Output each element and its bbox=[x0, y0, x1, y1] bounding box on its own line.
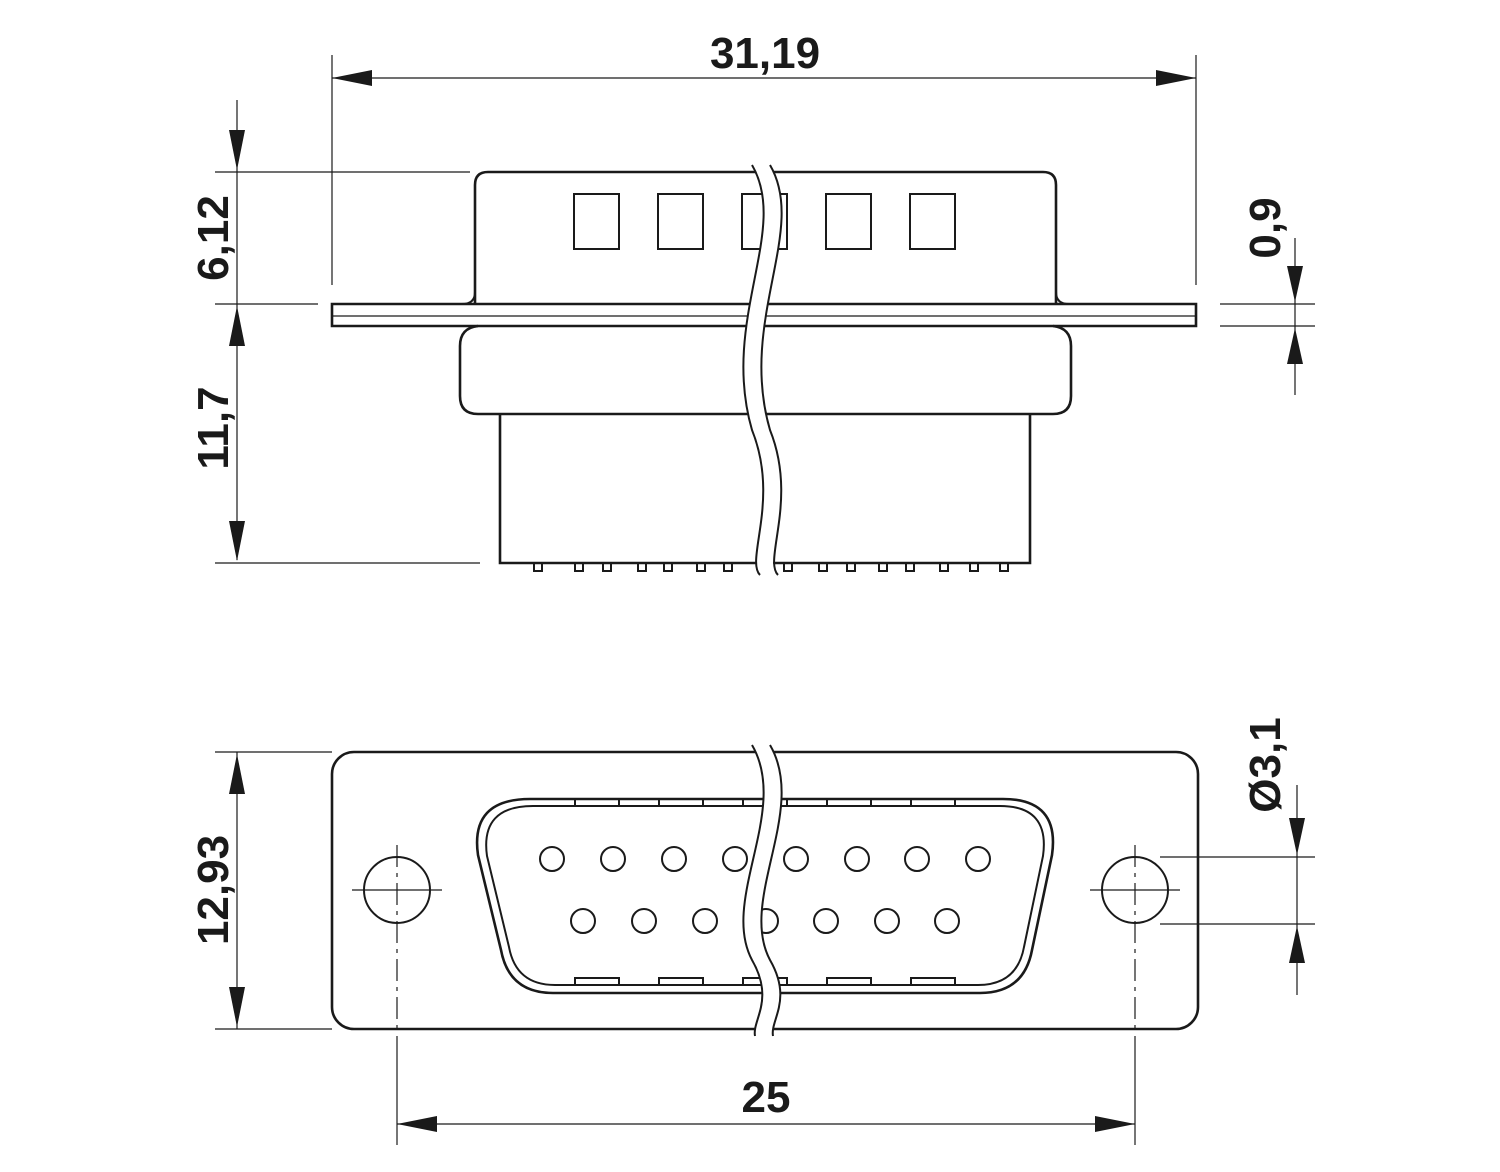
contact-pins bbox=[539, 846, 991, 934]
d-shell-outer bbox=[475, 797, 1055, 995]
window-slot bbox=[657, 193, 704, 250]
arrow-head bbox=[1287, 266, 1303, 302]
arrow-head bbox=[332, 70, 372, 86]
contact bbox=[874, 908, 900, 934]
dimension-labels: 31,19 6,12 11,7 0,9 12,93 Ø3,1 25 bbox=[189, 29, 1290, 1122]
arrow-head bbox=[229, 306, 245, 346]
dim-overall-width: 31,19 bbox=[710, 29, 820, 78]
window-slot bbox=[825, 193, 872, 250]
lower-housing-outline bbox=[458, 324, 1073, 416]
contact bbox=[539, 846, 565, 872]
contact bbox=[965, 846, 991, 872]
window-slot bbox=[909, 193, 956, 250]
arrow-head bbox=[1095, 1116, 1135, 1132]
dimension-lines bbox=[215, 55, 1315, 1145]
break-line-front bbox=[742, 744, 783, 1037]
dim-hole-diameter: Ø3,1 bbox=[1241, 717, 1290, 812]
d-shell-inner bbox=[485, 805, 1045, 986]
arrow-head bbox=[229, 754, 245, 794]
contact bbox=[904, 846, 930, 872]
dim-flange-thickness: 0,9 bbox=[1241, 197, 1290, 258]
terminal-pins bbox=[533, 563, 1009, 572]
contact bbox=[934, 908, 960, 934]
arrow-head bbox=[1289, 926, 1305, 963]
front-view bbox=[330, 744, 1200, 1037]
arrow-head bbox=[1289, 818, 1305, 855]
dim-hole-spacing: 25 bbox=[742, 1073, 791, 1122]
dim-upper-height: 6,12 bbox=[189, 195, 238, 281]
window-slot bbox=[573, 193, 620, 250]
contact bbox=[844, 846, 870, 872]
contact bbox=[570, 908, 596, 934]
contact bbox=[783, 846, 809, 872]
arrow-head bbox=[1287, 328, 1303, 364]
arrow-head bbox=[229, 987, 245, 1027]
dimension-arrows bbox=[229, 70, 1305, 1132]
arrow-head bbox=[397, 1116, 437, 1132]
contact bbox=[722, 846, 748, 872]
contact bbox=[661, 846, 687, 872]
contact bbox=[813, 908, 839, 934]
dim-flange-height: 12,93 bbox=[189, 835, 238, 945]
contact bbox=[631, 908, 657, 934]
mounting-holes bbox=[352, 845, 1180, 1030]
arrow-head bbox=[229, 130, 245, 170]
break-line bbox=[742, 164, 783, 576]
arrow-head bbox=[1156, 70, 1196, 86]
side-view bbox=[330, 164, 1198, 576]
arrow-head bbox=[229, 521, 245, 561]
contact bbox=[692, 908, 718, 934]
dim-lower-height: 11,7 bbox=[189, 386, 238, 469]
contact bbox=[600, 846, 626, 872]
